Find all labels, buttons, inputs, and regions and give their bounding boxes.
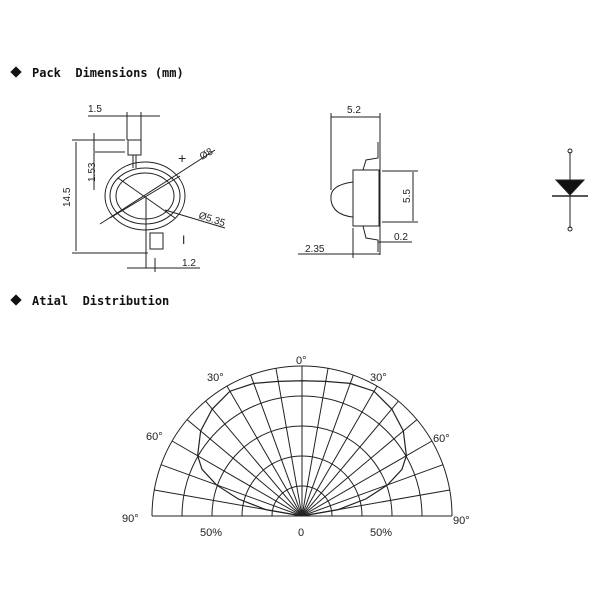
radial-label-left-50: 50% — [200, 527, 222, 539]
anode-mark: + — [178, 150, 186, 166]
dim-height: 5.5 — [402, 189, 413, 203]
polar-spoke — [250, 374, 303, 517]
polar-spoke — [301, 374, 354, 517]
side-view: 5.2 5.5 0.2 2.35 — [298, 105, 418, 258]
polar-spoke — [301, 385, 378, 517]
polar-spoke — [160, 464, 303, 517]
polar-spoke — [301, 464, 444, 517]
polar-spoke — [275, 368, 303, 517]
dim-lens-diameter: Ø5.35 — [197, 210, 227, 229]
dim-width: 5.2 — [347, 105, 361, 116]
distribution-heading: Atial Distribution — [10, 294, 170, 308]
diode-symbol-icon — [552, 148, 588, 232]
dim-offset: 2.35 — [305, 244, 325, 255]
dim-lead-width: 1.5 — [88, 104, 102, 115]
pack-dimensions-title: Pack Dimensions (mm) — [32, 66, 184, 80]
polar-spoke — [186, 419, 303, 517]
dim-lead-width-2: 1.2 — [182, 258, 196, 269]
polar-spoke — [301, 368, 329, 517]
radial-label-right-50: 50% — [370, 527, 392, 539]
front-view: 1.5 1.53 14.5 Ø8 Ø5.35 1.2 + I — [62, 104, 227, 272]
dim-outer-diameter: Ø8 — [198, 146, 215, 162]
dim-thickness: 0.2 — [394, 232, 408, 243]
polar-spoke — [301, 419, 418, 517]
dim-lead-length: 1.53 — [87, 162, 98, 182]
angle-label-right-30: 30° — [370, 372, 387, 384]
angle-label-right-90: 90° — [453, 515, 470, 527]
angle-label-left-30: 30° — [207, 372, 224, 384]
radial-label-center: 0 — [298, 527, 304, 539]
polar-chart — [151, 365, 453, 517]
polar-spoke — [205, 400, 303, 517]
angle-label-left-60: 60° — [146, 431, 163, 443]
cathode-mark: I — [182, 233, 185, 247]
angle-label-left-90: 90° — [122, 513, 139, 525]
dim-total-length: 14.5 — [62, 187, 73, 207]
polar-spoke — [301, 400, 399, 517]
angle-label-0: 0° — [296, 355, 307, 367]
radiation-pattern-curve — [196, 380, 408, 517]
polar-spoke — [301, 440, 433, 517]
angle-label-right-60: 60° — [433, 433, 450, 445]
distribution-title: Atial Distribution — [32, 294, 170, 308]
polar-spoke — [226, 385, 303, 517]
polar-spoke — [171, 440, 303, 517]
pack-dimensions-heading: Pack Dimensions (mm) — [10, 66, 184, 80]
